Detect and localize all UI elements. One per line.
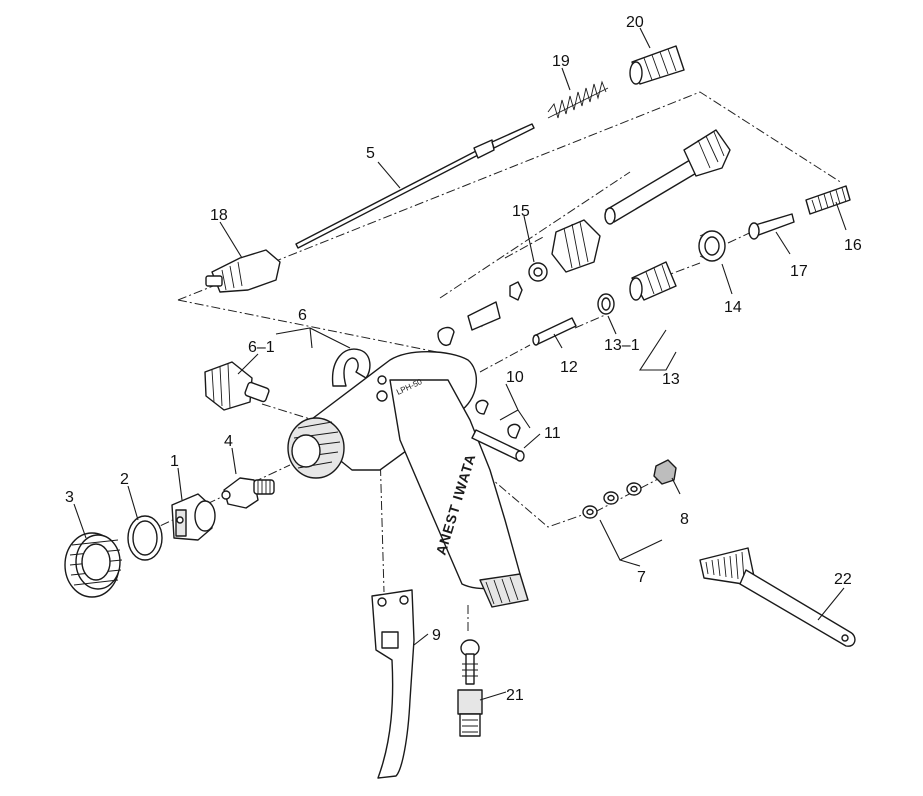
callout-12: 12 (560, 359, 578, 376)
needle-spring-part-19 (547, 80, 609, 119)
trigger-part-9 (371, 589, 415, 779)
callout-1: 1 (170, 453, 179, 470)
callout-19: 19 (552, 53, 570, 70)
cleaning-brush-part-22 (699, 547, 856, 647)
o-ring-part-2 (127, 515, 163, 561)
callout-6-1: 6–1 (248, 339, 275, 356)
callout-labels: 1 2 3 4 5 6 6–1 7 8 9 10 11 12 13 13–1 1… (65, 14, 862, 704)
callout-14: 14 (724, 299, 742, 316)
air-cap-ring-part-3 (64, 532, 123, 598)
leader-lines (73, 27, 847, 701)
air-valve-part-21 (457, 639, 483, 737)
callout-13: 13 (662, 371, 680, 388)
callout-5: 5 (366, 145, 375, 162)
callout-22: 22 (834, 571, 852, 588)
fluid-nozzle-part-4 (221, 477, 275, 509)
plug-part-8 (653, 459, 677, 485)
adjust-screw-part-20 (629, 45, 685, 85)
callout-21: 21 (506, 687, 524, 704)
callout-16: 16 (844, 237, 862, 254)
valve-stem-part-17 (748, 213, 795, 240)
callout-20: 20 (626, 14, 644, 31)
callout-4: 4 (224, 433, 233, 450)
callout-2: 2 (120, 471, 129, 488)
trigger-clip-part-10 (475, 399, 521, 439)
trigger-stud-part-11 (471, 429, 525, 462)
callout-8: 8 (680, 511, 689, 528)
callout-9: 9 (432, 627, 441, 644)
o-ring-part-13-1 (597, 293, 615, 315)
air-cap-part-1 (171, 493, 216, 541)
packing-set-part-18 (205, 249, 281, 293)
fluid-needle-part-5 (295, 123, 535, 249)
fluid-inlet-part-6-1 (204, 361, 270, 411)
washer-set-part-7 (582, 482, 642, 519)
valve-seat-part-15-group (437, 219, 601, 346)
callout-6: 6 (298, 307, 307, 324)
callout-10: 10 (506, 369, 524, 386)
needle-valve-guide (604, 129, 731, 225)
callout-3: 3 (65, 489, 74, 506)
callout-18: 18 (210, 207, 228, 224)
callout-11: 11 (544, 425, 561, 442)
callout-15: 15 (512, 203, 530, 220)
adjust-knob-part-14 (698, 230, 726, 262)
gun-body-part-6: ANEST IWATA LPH-50 (287, 348, 529, 608)
callout-13-1: 13–1 (604, 337, 640, 354)
spreader-valve-part-13 (629, 261, 677, 301)
callout-17: 17 (790, 263, 808, 280)
pin-part-12 (532, 317, 577, 346)
valve-spring-part-16 (805, 185, 851, 215)
callout-7: 7 (637, 569, 646, 586)
